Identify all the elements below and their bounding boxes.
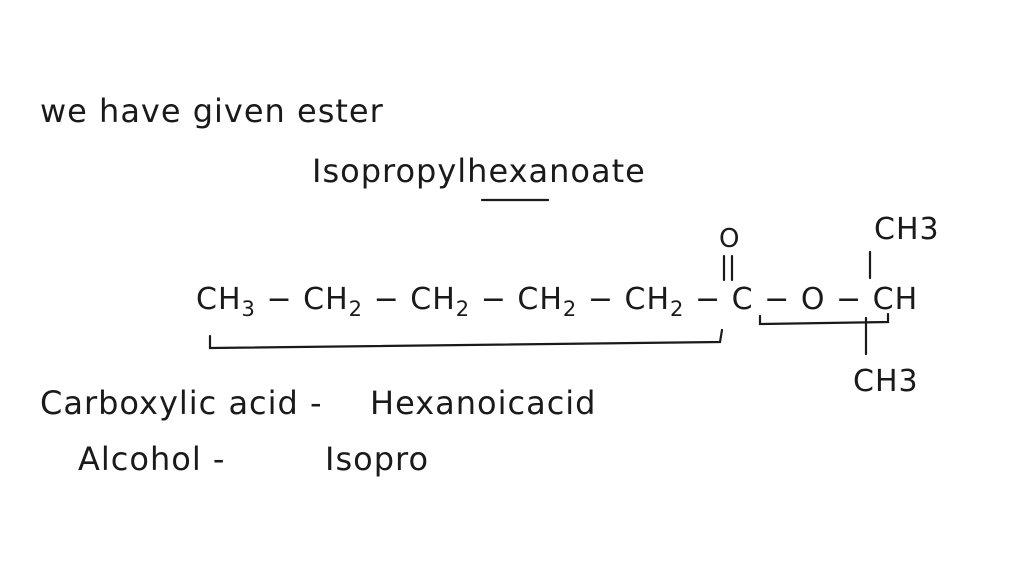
intro-note: we have given ester bbox=[40, 92, 384, 130]
compound-name: Isopropylhexanoate bbox=[312, 152, 646, 190]
alcohol-row: Alcohol - Isopro bbox=[78, 440, 428, 478]
chain-group-1: CH3 bbox=[196, 282, 256, 322]
ester-chain: CH3 − CH2 − CH2 − CH2 − CH2 − C − O − CH bbox=[196, 282, 919, 322]
chain-bond: − bbox=[835, 282, 873, 317]
acid-label: Carboxylic acid - bbox=[40, 384, 323, 422]
alcohol-label: Alcohol - bbox=[78, 440, 226, 478]
acid-row: Carboxylic acid - Hexanoicacid bbox=[40, 384, 595, 422]
chain-group-4: CH2 bbox=[517, 282, 578, 322]
chain-bond: − bbox=[694, 282, 722, 317]
carbonyl-carbon: C bbox=[731, 282, 754, 317]
ester-oxygen: O bbox=[800, 282, 826, 317]
alcohol-bracket bbox=[758, 312, 890, 326]
chain-bond: − bbox=[587, 282, 614, 317]
chain-group-5: CH2 bbox=[624, 282, 685, 322]
chain-group-2: CH2 bbox=[303, 282, 364, 322]
chain-bond: − bbox=[266, 282, 304, 317]
branch-methyl-top: CH3 bbox=[874, 212, 940, 247]
branch-methyl-bottom: CH3 bbox=[853, 364, 919, 399]
isopropyl-ch: CH bbox=[872, 282, 919, 317]
chain-bond: − bbox=[764, 282, 791, 317]
chain-group-3: CH2 bbox=[410, 282, 471, 322]
acid-bracket bbox=[208, 328, 724, 350]
carbonyl-oxygen: O bbox=[719, 224, 741, 254]
chain-bond: − bbox=[373, 282, 411, 317]
alcohol-value: Isopro bbox=[325, 440, 430, 478]
acid-value: Hexanoicacid bbox=[370, 384, 597, 422]
chain-bond: − bbox=[480, 282, 507, 317]
compound-name-text: Isopropylhexanoate bbox=[312, 152, 646, 190]
